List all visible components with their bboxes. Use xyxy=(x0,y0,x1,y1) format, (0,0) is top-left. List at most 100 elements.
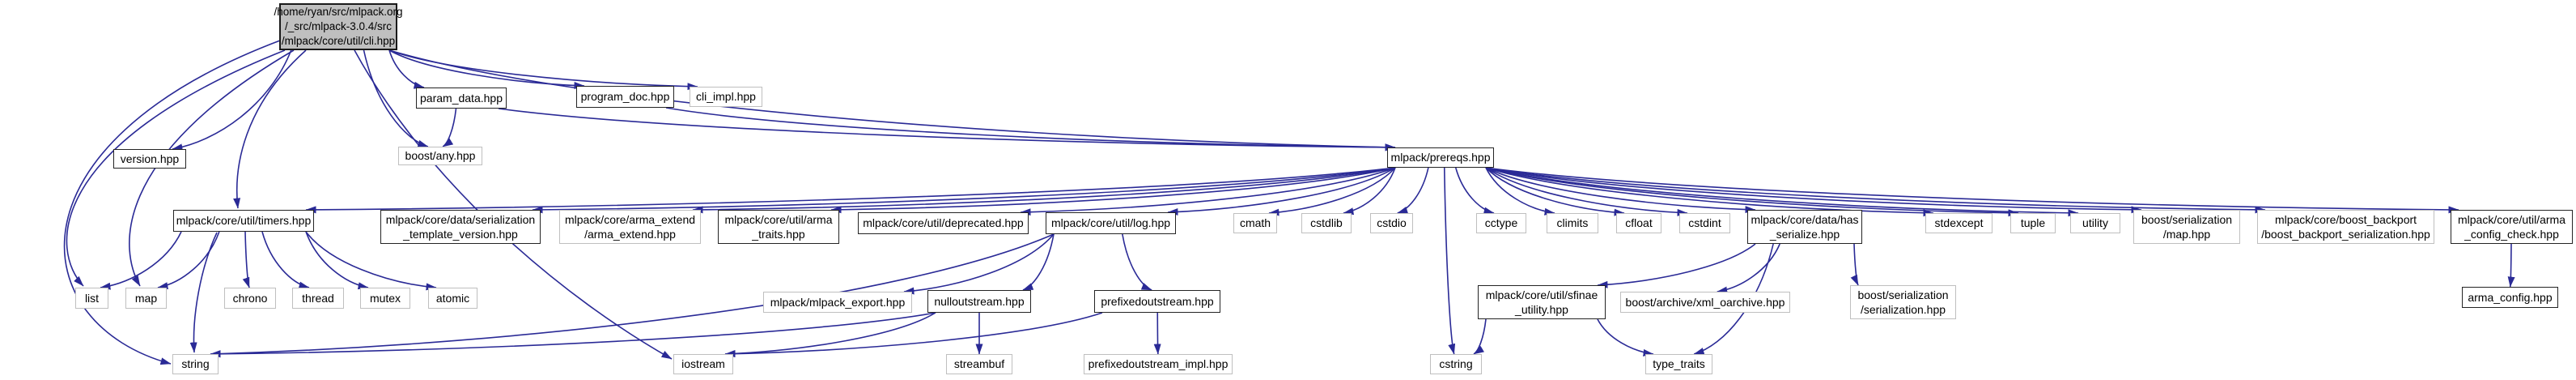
node-list: list xyxy=(75,288,108,309)
node-ser_ser: boost/serialization /serialization.hpp xyxy=(1850,285,1956,319)
node-stdexcept: stdexcept xyxy=(1925,213,1992,233)
edge-timers-map xyxy=(157,231,220,290)
edge-prereqs-arma_traits xyxy=(830,167,1396,214)
node-cstdio: cstdio xyxy=(1370,213,1413,233)
edge-timers-atomic xyxy=(305,231,437,291)
node-cstdlib: cstdlib xyxy=(1301,213,1352,233)
edge-root-string xyxy=(63,40,281,365)
node-version[interactable]: version.hpp xyxy=(113,149,186,169)
edge-log-nulloutstream xyxy=(1022,233,1055,291)
edge-sfinae-cstring xyxy=(1473,318,1487,355)
edge-root-version xyxy=(172,49,292,152)
edge-program_doc-prereqs xyxy=(665,107,1396,152)
node-prefixedoutstream[interactable]: prefixedoutstream.hpp xyxy=(1094,290,1220,313)
node-program_doc[interactable]: program_doc.hpp xyxy=(576,86,674,108)
edge-prereqs-timers xyxy=(305,167,1396,214)
node-log[interactable]: mlpack/core/util/log.hpp xyxy=(1046,212,1176,234)
node-cctype: cctype xyxy=(1476,213,1526,233)
node-iostream: iostream xyxy=(673,354,733,374)
node-map: map xyxy=(125,288,167,309)
edge-root-any xyxy=(363,49,429,147)
edge-prereqs-ser_map xyxy=(1485,167,2142,214)
edge-has_serialize-type_traits xyxy=(1693,243,1774,355)
node-nulloutstream[interactable]: nulloutstream.hpp xyxy=(927,290,1031,313)
node-xml_oarchive: boost/archive/xml_oarchive.hpp xyxy=(1620,292,1790,313)
edge-has_serialize-xml_oarchive xyxy=(1717,243,1780,294)
edge-prereqs-cmath xyxy=(1268,167,1396,216)
edge-timers-list xyxy=(100,231,182,290)
edge-root-cli_impl xyxy=(388,49,698,91)
node-arma_config_check[interactable]: mlpack/core/util/arma _config_check.hpp xyxy=(2451,210,2573,244)
edge-prereqs-log xyxy=(1167,167,1396,216)
edge-param_data-prereqs xyxy=(498,108,1396,152)
edge-prereqs-cstdio xyxy=(1397,167,1429,214)
edge-root-program_doc xyxy=(388,49,585,90)
edge-prefixedoutstream-iostream xyxy=(724,312,1103,358)
node-boost_backport: mlpack/core/boost_backport /boost_backpo… xyxy=(2257,210,2434,244)
node-type_traits: type_traits xyxy=(1645,354,1712,374)
node-has_serialize[interactable]: mlpack/core/data/has _serialize.hpp xyxy=(1747,210,1862,244)
node-arma_config[interactable]: arma_config.hpp xyxy=(2462,287,2558,308)
node-param_data[interactable]: param_data.hpp xyxy=(416,88,507,109)
edge-nulloutstream-string xyxy=(210,312,936,358)
edge-nulloutstream-iostream xyxy=(724,312,936,357)
edge-prereqs-cstdint xyxy=(1485,167,1688,216)
node-impl: prefixedoutstream_impl.hpp xyxy=(1084,354,1233,374)
node-ser_map: boost/serialization /map.hpp xyxy=(2133,210,2240,244)
node-ser_tmpl_ver[interactable]: mlpack/core/data/serialization _template… xyxy=(380,210,541,244)
edge-has_serialize-ser_ser xyxy=(1850,243,1859,286)
edge-prereqs-arma_config_check xyxy=(1485,167,2459,214)
edge-root-param_data xyxy=(388,49,425,89)
edge-root-map xyxy=(129,49,295,287)
node-arma_extend: mlpack/core/arma_extend /arma_extend.hpp xyxy=(559,210,701,244)
node-root: /home/ryan/src/mlpack.org /_src/mlpack-3… xyxy=(274,3,403,50)
edge-timers-thread xyxy=(261,231,310,289)
node-cstring: cstring xyxy=(1430,354,1482,374)
edge-root-prereqs xyxy=(388,49,1396,152)
edge-root-timers xyxy=(233,49,307,209)
node-cli_impl: cli_impl.hpp xyxy=(690,87,762,107)
node-mlpack_export: mlpack/mlpack_export.hpp xyxy=(763,292,912,313)
node-cmath: cmath xyxy=(1233,213,1277,233)
edge-arma_config_check-arma_config xyxy=(2507,243,2515,288)
node-climits: climits xyxy=(1547,213,1598,233)
edge-prereqs-utility xyxy=(1485,167,2079,217)
node-sfinae[interactable]: mlpack/core/util/sfinae _utility.hpp xyxy=(1478,285,1606,319)
edge-prereqs-tuple xyxy=(1485,167,2019,217)
edge-log-prefixedoutstream xyxy=(1122,233,1152,291)
node-any: boost/any.hpp xyxy=(398,147,482,165)
node-string: string xyxy=(172,354,219,374)
edge-has_serialize-sfinae xyxy=(1597,243,1756,288)
node-thread: thread xyxy=(292,288,344,309)
edge-prereqs-cstring xyxy=(1443,167,1456,355)
node-cstdint: cstdint xyxy=(1679,213,1730,233)
node-utility: utility xyxy=(2070,213,2120,233)
edge-log-string xyxy=(210,233,1055,358)
edge-timers-mutex xyxy=(305,231,369,290)
edge-timers-chrono xyxy=(242,231,250,288)
node-cfloat: cfloat xyxy=(1616,213,1661,233)
edge-param_data-any xyxy=(442,108,457,147)
node-arma_traits[interactable]: mlpack/core/util/arma _traits.hpp xyxy=(718,210,839,244)
node-prereqs[interactable]: mlpack/prereqs.hpp xyxy=(1387,147,1494,168)
node-timers[interactable]: mlpack/core/util/timers.hpp xyxy=(173,210,314,232)
node-deprecated[interactable]: mlpack/core/util/deprecated.hpp xyxy=(858,212,1029,234)
edge-prereqs-boost_backport xyxy=(1485,167,2266,214)
edge-prereqs-cstdlib xyxy=(1343,167,1396,216)
edge-prereqs-cctype xyxy=(1454,167,1495,215)
node-mutex: mutex xyxy=(360,288,410,309)
edge-prefixedoutstream-impl xyxy=(1153,312,1161,355)
node-streambuf: streambuf xyxy=(946,354,1012,374)
edge-log-mlpack_export xyxy=(903,233,1055,295)
edge-sfinae-type_traits xyxy=(1597,318,1654,357)
node-chrono: chrono xyxy=(224,288,276,309)
edge-root-list xyxy=(66,49,286,287)
edge-prereqs-climits xyxy=(1485,167,1555,216)
edge-prereqs-ser_tmpl_ver xyxy=(532,167,1396,214)
edge-prereqs-has_serialize xyxy=(1485,167,1756,214)
node-tuple: tuple xyxy=(2010,213,2056,233)
node-atomic: atomic xyxy=(428,288,477,309)
edge-prereqs-cfloat xyxy=(1485,167,1625,216)
